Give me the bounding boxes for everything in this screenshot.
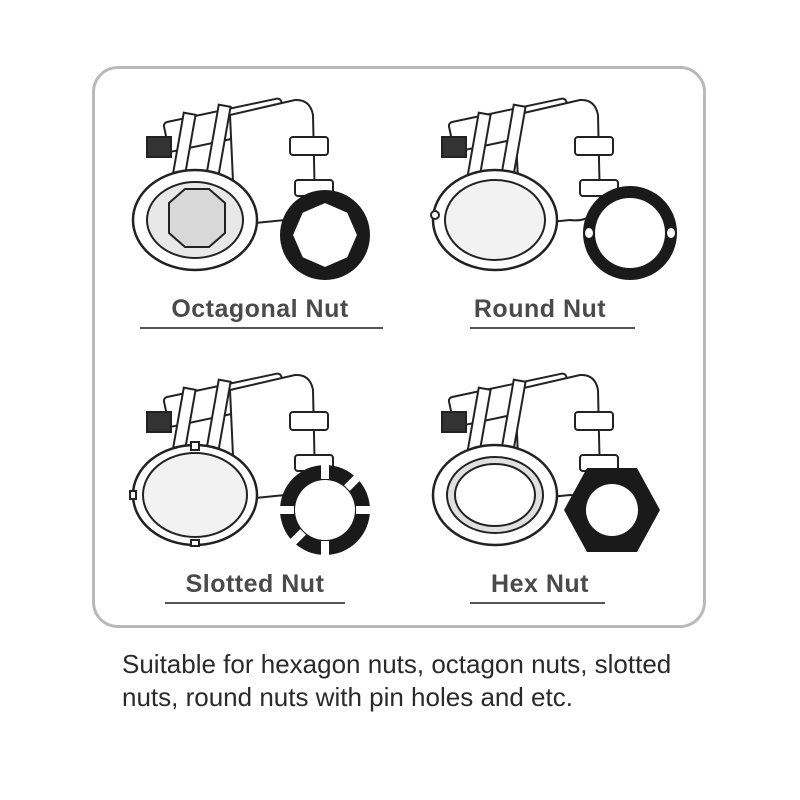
caption-text: Suitable for hexagon nuts, octagon nuts,… [122, 649, 672, 712]
cell-round-nut: Round Nut [410, 85, 690, 335]
label-underline [165, 602, 345, 604]
slotted-nut-icon [280, 465, 370, 555]
octagonal-wrench-illustration [131, 97, 334, 272]
cell-octagonal-nut: Octagonal Nut [125, 85, 385, 335]
cell-slotted-nut: Slotted Nut [125, 360, 385, 610]
label-underline [140, 327, 383, 329]
nut-label: Hex Nut [491, 570, 589, 598]
hex-wrench-illustration [431, 372, 619, 547]
octagonal-nut-icon [280, 190, 370, 280]
hex-nut-icon [564, 468, 660, 552]
nut-label: Slotted Nut [185, 570, 325, 598]
nut-label: Octagonal Nut [171, 295, 349, 323]
label-underline [470, 327, 635, 329]
nut-label: Round Nut [473, 295, 607, 323]
slotted-wrench-illustration [129, 372, 334, 547]
label-underline [470, 602, 605, 604]
cell-hex-nut: Hex Nut [410, 360, 690, 610]
round-nut-icon [583, 186, 677, 280]
